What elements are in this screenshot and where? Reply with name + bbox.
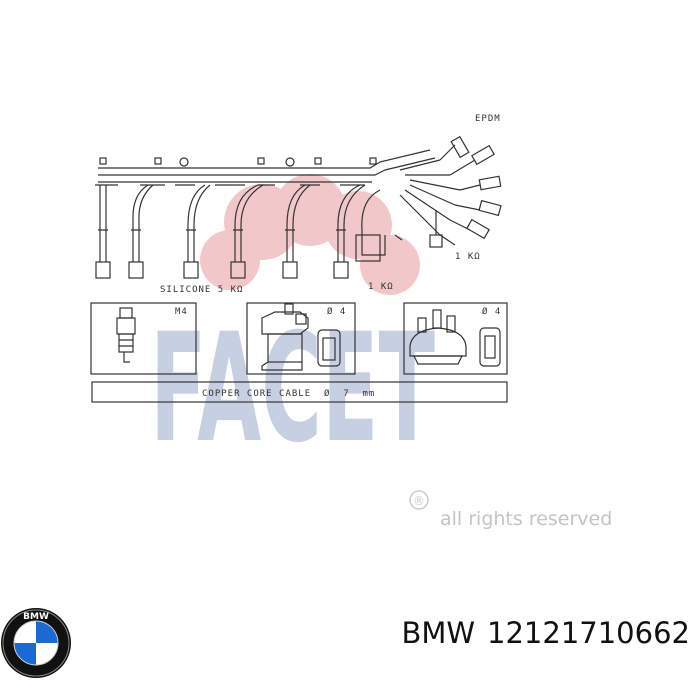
label-silicone: SILICONE 5 KΩ: [160, 285, 243, 295]
distributor-box: Ø 4: [403, 302, 508, 375]
label-d4-coil: Ø 4: [327, 306, 346, 317]
distributor-cap-icon: [409, 309, 501, 367]
label-1k-upper: 1 KΩ: [455, 252, 481, 262]
label-1k-lower: 1 KΩ: [368, 282, 394, 292]
label-d4-dist: Ø 4: [482, 306, 501, 317]
cable-box: COPPER CORE CABLE Ø 7 mm: [91, 381, 508, 403]
brand-name: BMW: [401, 616, 476, 650]
ignition-lead-set: [95, 135, 502, 279]
label-cable: COPPER CORE CABLE Ø 7 mm: [202, 388, 375, 399]
rights-text: all rights reserved: [440, 508, 612, 530]
watermark-registered: ®: [409, 490, 429, 510]
watermark: FACET: [150, 174, 435, 476]
label-m4: M4: [175, 307, 188, 317]
label-epdm: EPDM: [475, 114, 501, 124]
bmw-logo: BMW: [1, 608, 71, 678]
bmw-logo-text: BMW: [23, 612, 49, 622]
watermark-flower: [200, 174, 420, 295]
spark-plug-icon: [116, 307, 136, 363]
product-caption: BMW 12121710662: [401, 616, 690, 650]
part-number: 12121710662: [487, 616, 690, 650]
watermark-brand: FACET: [150, 302, 435, 476]
spark-plug-box: M4: [90, 302, 197, 375]
registered-mark: ®: [413, 494, 425, 508]
coil-box: Ø 4: [246, 302, 356, 375]
ignition-coil-icon: [261, 303, 341, 371]
